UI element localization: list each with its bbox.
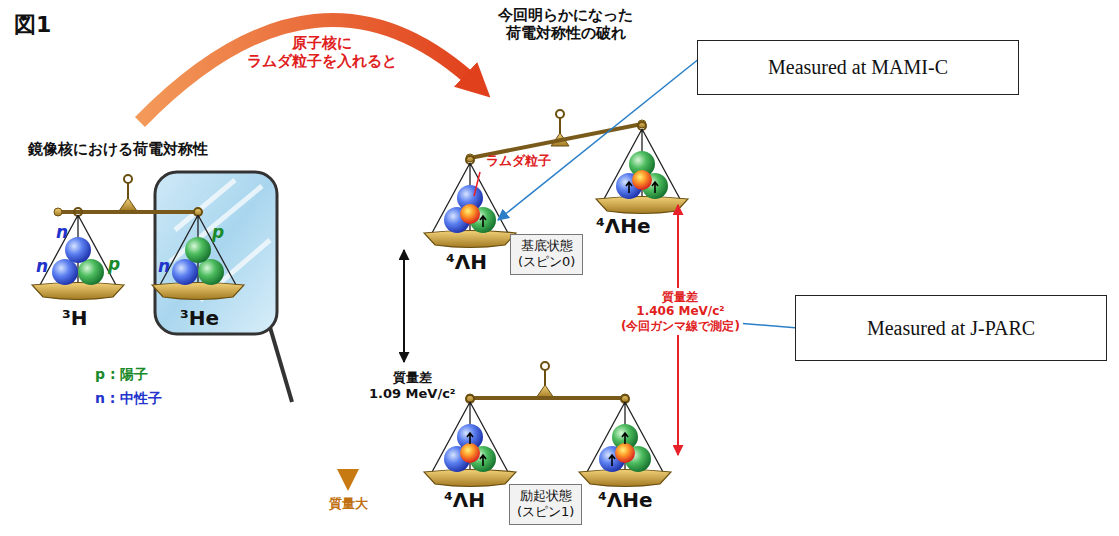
nucleus-label: ³He — [180, 306, 219, 330]
balance-scale — [32, 175, 244, 300]
text-line: 荷電対称性の破れ — [498, 24, 633, 42]
nucleus-label: ⁴ΛH — [444, 488, 485, 512]
nucleus-label: ³H — [62, 306, 88, 330]
state-box: 励起状態 (スピン1) — [509, 484, 582, 525]
leader-line — [498, 58, 700, 220]
callout-box: Measured at J-PARC — [795, 295, 1107, 361]
text-line: (スピン1) — [517, 504, 574, 520]
mass-difference-label: 質量差 1.09 MeV/c² — [369, 370, 456, 401]
mass-difference-arrow — [403, 250, 405, 362]
process-arrow — [140, 20, 478, 122]
text-line: 質量差 — [621, 290, 740, 304]
mass-axis-arrow — [344, 165, 353, 480]
text-line: 1.406 MeV/c² — [621, 304, 740, 318]
text-line: 質量差 — [369, 370, 456, 386]
particle-letter: n — [36, 256, 48, 276]
particle-letter: p — [108, 254, 120, 274]
balance-scale — [424, 110, 688, 248]
particle-label: ラムダ粒子 — [486, 153, 551, 169]
figure-number: 図1 — [14, 12, 51, 38]
text-line: 1.09 MeV/c² — [369, 386, 456, 402]
nucleus-label: ⁴ΛHe — [598, 488, 653, 512]
axis-label: 質量大 — [329, 496, 368, 512]
particle-letter: n — [158, 256, 170, 276]
state-box: 基底状態 (スピン0) — [510, 234, 583, 275]
panel-heading: 鏡像核における荷電対称性 — [28, 140, 208, 158]
text-line: 今回明らかになった — [498, 6, 633, 24]
box-text: Measured at J-PARC — [867, 316, 1035, 341]
box-text: 励起状態 (スピン1) — [517, 488, 574, 521]
box-text: 基底状態 (スピン0) — [518, 238, 575, 271]
text-line: (スピン0) — [518, 254, 575, 270]
text-line: ラムダ粒子を入れると — [247, 52, 397, 70]
nucleus-label: ⁴ΛHe — [596, 214, 651, 238]
key-text: n : 中性子 — [95, 390, 162, 407]
text-line: (今回ガンマ線で測定) — [621, 319, 740, 333]
nucleus-label: ⁴ΛH — [446, 250, 487, 274]
particle-letter: p — [212, 222, 224, 242]
text-line: 基底状態 — [518, 238, 575, 254]
text-line: 原子核に — [247, 34, 397, 52]
panel-heading: 今回明らかになった 荷電対称性の破れ — [498, 6, 633, 42]
mass-difference-label: 質量差 1.406 MeV/c² (今回ガンマ線で測定) — [618, 288, 743, 335]
particle-letter: n — [56, 222, 68, 242]
text-line: 励起状態 — [517, 488, 574, 504]
callout-box: Measured at MAMI-C — [697, 40, 1019, 95]
box-text: Measured at MAMI-C — [768, 55, 948, 80]
key-text: p : 陽子 — [95, 366, 148, 383]
balance-scale — [424, 362, 671, 487]
process-note: 原子核に ラムダ粒子を入れると — [247, 34, 397, 70]
